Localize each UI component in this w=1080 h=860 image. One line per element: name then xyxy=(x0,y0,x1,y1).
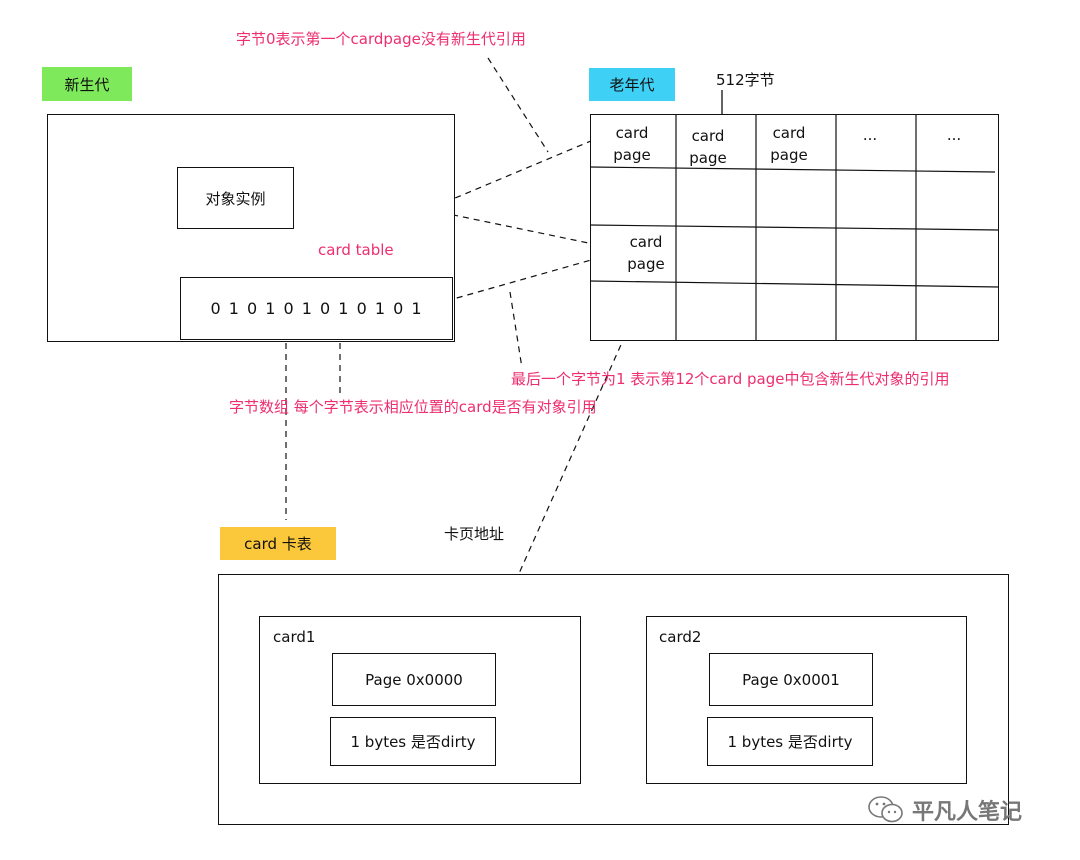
leader-last-byte xyxy=(509,291,523,369)
card2-dirty-label: 1 bytes 是否dirty xyxy=(727,733,853,751)
young-gen-label: 新生代 xyxy=(64,75,110,94)
card-table-section-label: card 卡表 xyxy=(244,535,312,553)
card-table-section-tag: card 卡表 xyxy=(220,527,336,560)
card-page-address-label: 卡页地址 xyxy=(444,525,505,543)
card-table-label: card table xyxy=(318,241,394,259)
wechat-icon xyxy=(868,796,903,823)
watermark-text: 平凡人笔记 xyxy=(912,800,1023,825)
old-gen-cell-1-label: card page xyxy=(613,124,651,164)
card1-dirty-label: 1 bytes 是否dirty xyxy=(350,733,476,751)
old-gen-cell-5: ... xyxy=(918,124,990,146)
old-gen-cell-1: card page xyxy=(596,122,668,166)
card1-label: card1 xyxy=(273,628,316,646)
card1-page-box: Page 0x0000 xyxy=(332,653,496,706)
old-gen-cell-2-label: card page xyxy=(689,127,727,167)
watermark: 平凡人笔记 xyxy=(866,794,1022,826)
object-instance-label: 对象实例 xyxy=(205,189,266,208)
old-gen-label: 老年代 xyxy=(609,76,655,94)
link-lastbit-cardpage xyxy=(424,257,599,308)
old-gen-cell-4: ... xyxy=(834,124,906,146)
card2-page-box: Page 0x0001 xyxy=(709,653,873,706)
old-gen-tag: 老年代 xyxy=(589,68,675,101)
card-table-bits: 0 1 0 1 0 1 0 1 0 1 0 1 xyxy=(210,299,423,318)
leader-first-byte xyxy=(487,57,549,153)
card2-label: card2 xyxy=(659,628,702,646)
card-table-box: 0 1 0 1 0 1 0 1 0 1 0 1 xyxy=(180,277,453,340)
annotation-last-byte: 最后一个字节为1 表示第12个card page中包含新生代对象的引用 xyxy=(511,370,950,388)
old-gen-cell-5-label: ... xyxy=(946,126,962,144)
old-gen-inner-card-page-label: card page xyxy=(627,233,665,273)
card2-page-label: Page 0x0001 xyxy=(742,670,840,689)
card1-dirty-box: 1 bytes 是否dirty xyxy=(330,717,496,766)
annotation-first-byte: 字节0表示第一个cardpage没有新生代引用 xyxy=(236,30,526,48)
old-gen-inner-card-page: card page xyxy=(610,231,682,275)
old-gen-cell-3-label: card page xyxy=(770,124,808,164)
card2-dirty-box: 1 bytes 是否dirty xyxy=(707,717,873,766)
old-gen-cell-3: card page xyxy=(753,122,825,166)
page-size-note: 512字节 xyxy=(716,71,775,89)
object-instance-box: 对象实例 xyxy=(177,167,294,229)
old-gen-cell-2: card page xyxy=(672,125,744,169)
old-gen-cell-4-label: ... xyxy=(862,126,878,144)
card1-page-label: Page 0x0000 xyxy=(365,670,463,689)
annotation-byte-array: 字节数组 每个字节表示相应位置的card是否有对象引用 xyxy=(229,398,597,416)
young-gen-tag: 新生代 xyxy=(42,67,132,101)
